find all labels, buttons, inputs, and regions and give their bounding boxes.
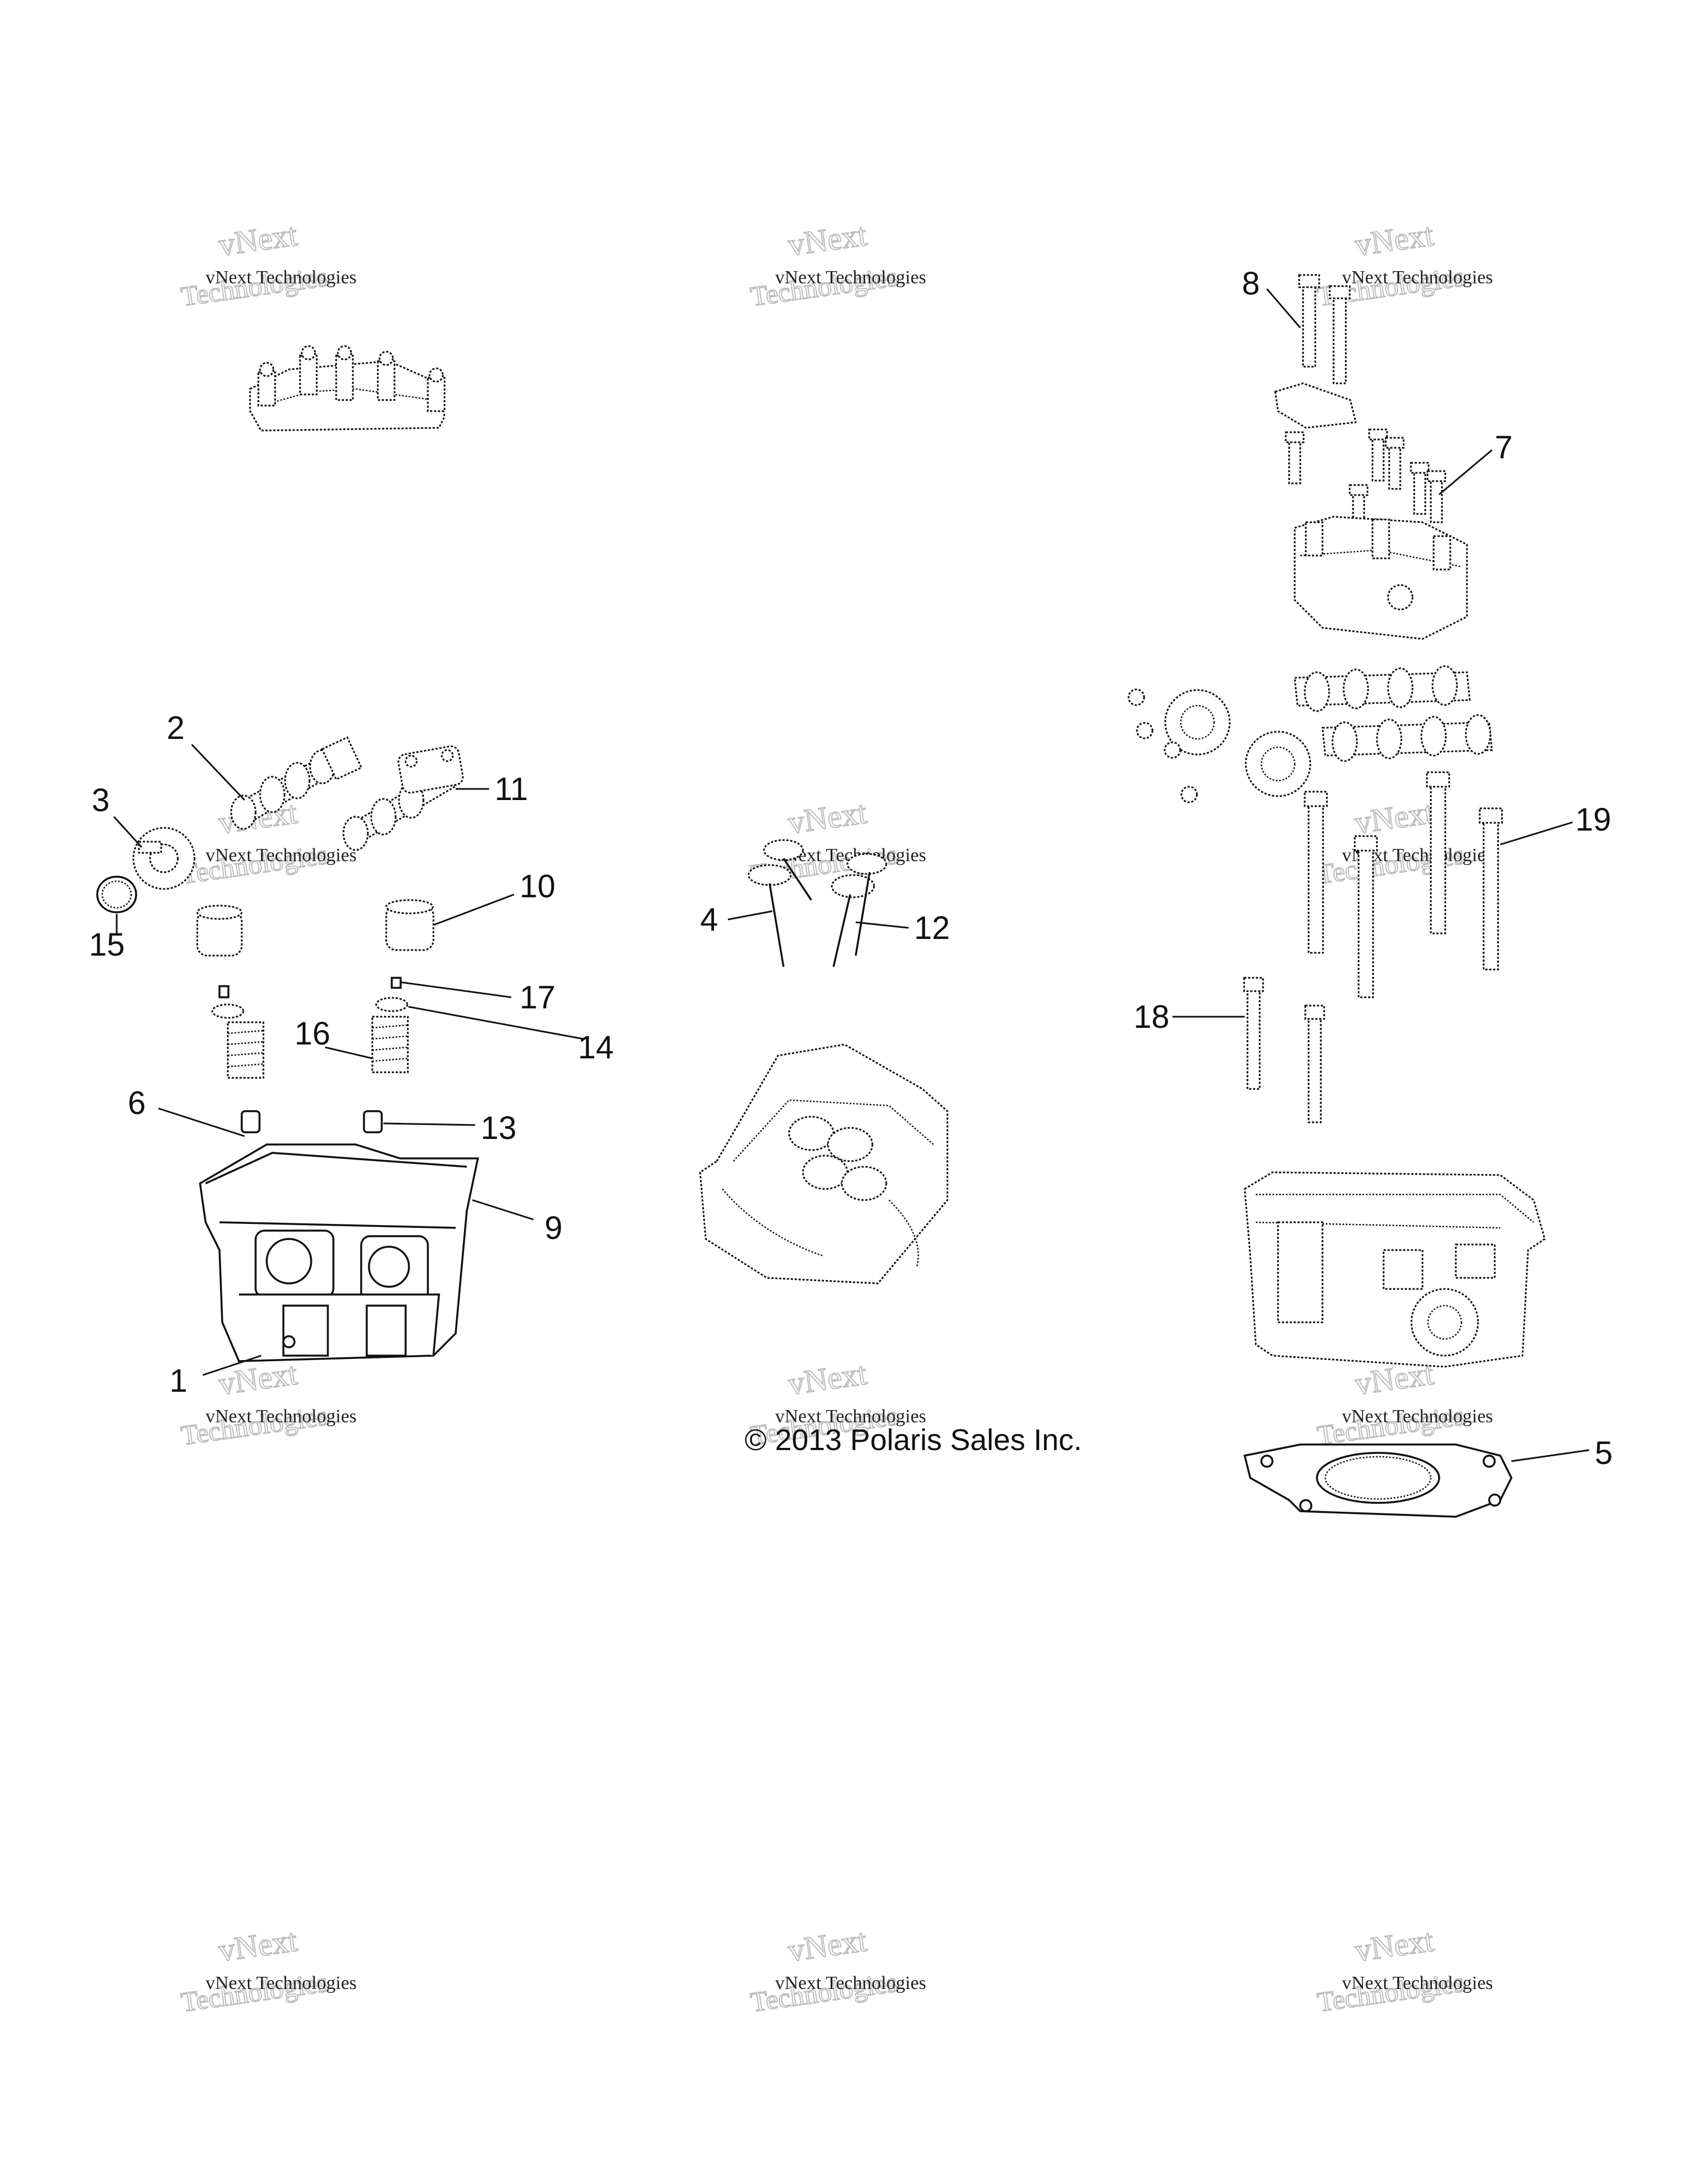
callout-19: 19 [1575,802,1611,838]
valve-seal-left [241,1110,261,1133]
watermark: vNext Technologies vNext Technologies [178,216,357,312]
svg-text:vNext Technologies: vNext Technologies [775,1406,926,1427]
watermark: vNext Technologies vNext Technologies [178,1921,357,2018]
callout-16: 16 [295,1016,331,1052]
svg-text:vNext Technologies: vNext Technologies [1342,1973,1493,1993]
callout-14: 14 [578,1029,614,1066]
valve-keeper-left [218,985,229,998]
sprocket-3 [132,827,196,890]
callout-15: 15 [89,927,125,963]
cam-sprockets [1127,688,1311,803]
tappet-10 [385,899,435,951]
callout-1: 1 [169,1363,187,1399]
callout-18: 18 [1134,999,1170,1035]
cylinder-head-right [1244,1171,1546,1368]
watermark: vNext Technologies vNext Technologies [1315,793,1493,890]
svg-text:vNext: vNext [1352,794,1435,841]
watermark: vNext Technologies vNext Technologies [748,1921,926,2018]
svg-text:vNext Technologies: vNext Technologies [1342,267,1493,288]
snap-ring-15 [96,876,137,913]
svg-text:vNext Technologies: vNext Technologies [206,1973,357,1993]
svg-text:vNext Technologies: vNext Technologies [775,1973,926,1993]
watermark: vNext Technologies vNext Technologies [1315,1921,1493,2018]
svg-text:vNext: vNext [786,1922,869,1968]
camshaft-carrier-right [1294,516,1468,640]
bolts-7 [1285,428,1446,532]
callout-9: 9 [545,1210,562,1246]
camshafts-right [1294,665,1493,762]
svg-text:vNext: vNext [216,1922,299,1968]
callout-13: 13 [481,1110,517,1146]
svg-text:vNext: vNext [216,1355,299,1402]
valves-4-12 [747,839,887,967]
svg-text:vNext: vNext [786,1355,869,1402]
camshaft-2 [230,736,363,830]
svg-text:vNext: vNext [786,216,869,263]
callout-5: 5 [1595,1435,1613,1471]
valve-seal-13 [363,1110,383,1133]
studs-19 [1304,771,1503,998]
callout-8: 8 [1242,266,1260,302]
callout-17: 17 [520,979,556,1016]
camshaft-11 [342,745,464,851]
guide-bracket [1274,382,1357,429]
svg-text:vNext Technologies: vNext Technologies [206,1406,357,1427]
svg-text:vNext: vNext [1352,1922,1435,1968]
callouts: 2 3 15 11 10 16 17 14 6 13 9 1 4 12 8 7 … [89,266,1613,1471]
valve-spring-left [227,1021,264,1079]
cylinder-head-1 [199,1143,480,1362]
callout-7: 7 [1495,429,1513,466]
watermark: vNext Technologies vNext Technologies [748,216,926,312]
svg-text:vNext: vNext [216,216,299,263]
callout-2: 2 [167,710,184,746]
spring-retainer-left [211,1003,244,1019]
callout-10: 10 [520,868,556,904]
svg-text:vNext: vNext [1352,216,1435,263]
callout-12: 12 [914,910,950,946]
spring-retainer-14 [375,997,408,1012]
bolts-18 [1243,977,1325,1123]
callout-6: 6 [128,1085,146,1121]
callout-4: 4 [700,902,718,938]
svg-text:vNext Technologies: vNext Technologies [206,267,357,288]
svg-text:vNext: vNext [786,794,869,841]
bolts-8 [1298,274,1351,384]
watermark: vNext Technologies vNext Technologies [178,1355,357,1451]
leader-lines [113,288,1590,1462]
cylinder-head-center [699,1043,949,1285]
valve-keeper-17 [391,977,402,989]
tappet-left [196,904,243,957]
callout-3: 3 [92,782,109,818]
svg-text:vNext Technologies: vNext Technologies [206,845,357,866]
callout-11: 11 [495,771,528,807]
camshaft-carrier-left [249,345,446,432]
head-gasket-5 [1243,1443,1513,1518]
svg-text:vNext Technologies: vNext Technologies [1342,1406,1493,1427]
copyright-text: © 2013 Polaris Sales Inc. [745,1423,1082,1457]
valve-spring-16 [371,1016,409,1073]
svg-text:vNext Technologies: vNext Technologies [775,267,926,288]
